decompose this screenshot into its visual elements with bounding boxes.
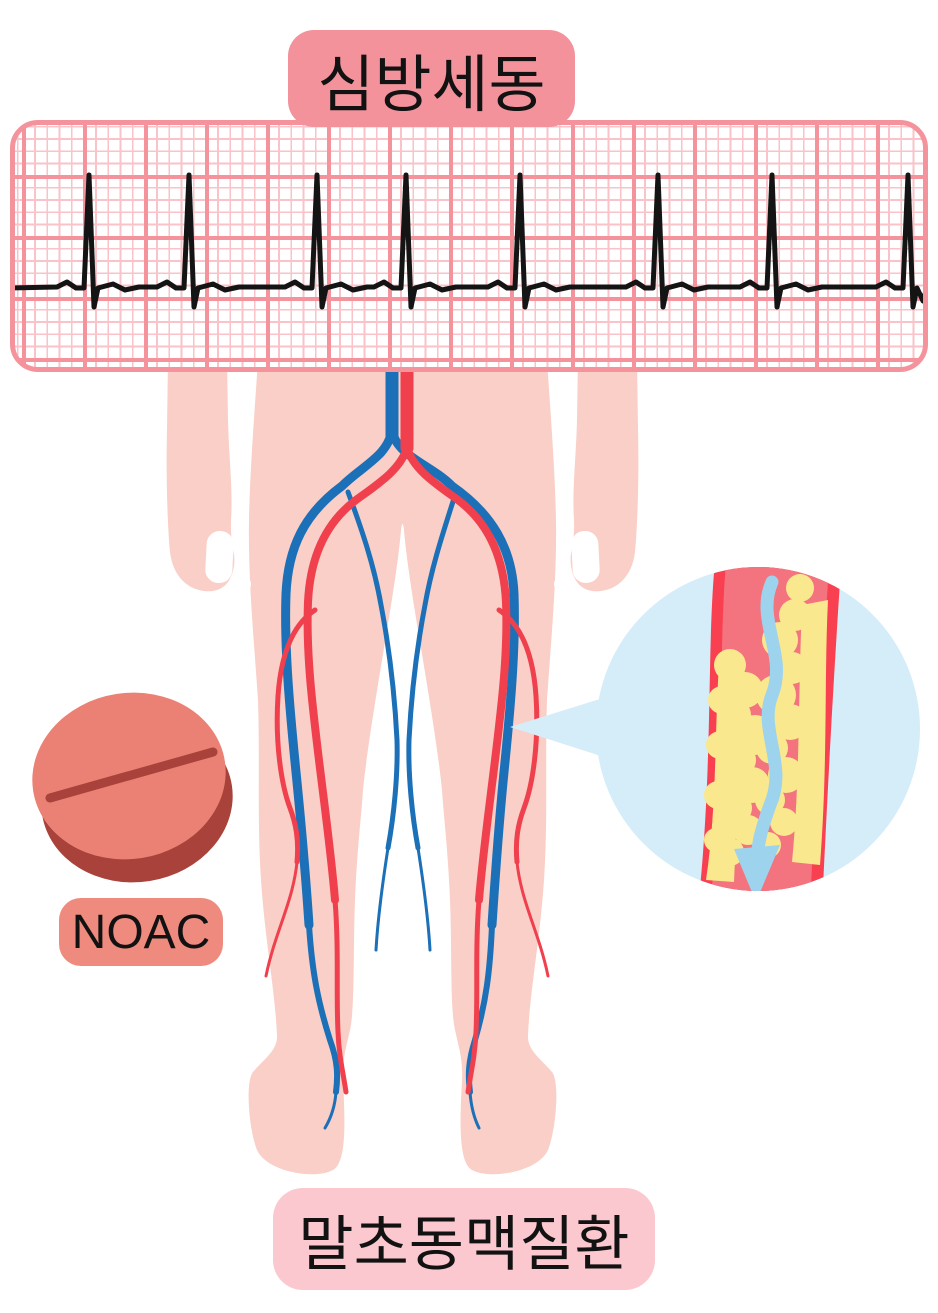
label-peripheral-artery-disease: 말초동맥질환 [273, 1188, 655, 1290]
torso-and-legs [248, 360, 557, 1175]
ecg-trace [15, 172, 923, 310]
thumb-notches [205, 530, 600, 592]
blood-flow-arrow-icon [734, 575, 783, 891]
plaque-left [704, 649, 775, 882]
ecg-strip [10, 120, 928, 372]
pill-score-line [45, 747, 218, 803]
ecg-waveform [15, 172, 923, 310]
leg-veins [281, 345, 519, 1130]
label-noac: NOAC [59, 898, 223, 966]
artery-zoom-inset [510, 567, 920, 891]
label-atrial-fibrillation: 심방세동 [288, 30, 575, 127]
noac-pill [32, 692, 233, 883]
leg-arteries [264, 345, 550, 1095]
body-silhouette [166, 358, 639, 1175]
